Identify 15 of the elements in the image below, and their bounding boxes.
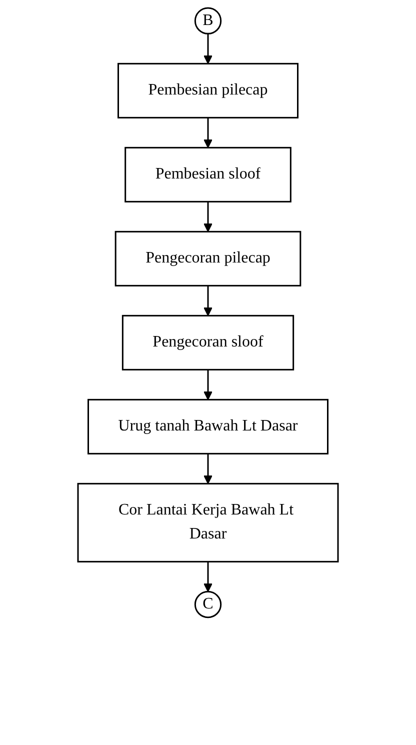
arrow [204, 118, 212, 148]
node-box: Pengecoran pilecap [114, 230, 302, 286]
arrow [204, 562, 212, 592]
node-box: Cor Lantai Kerja Bawah Lt Dasar [77, 482, 339, 562]
arrow [204, 370, 212, 400]
node-circle: C [194, 590, 222, 618]
node-box: Pembesian pilecap [118, 62, 298, 118]
arrow [204, 286, 212, 316]
arrow [204, 454, 212, 484]
arrow [204, 202, 212, 232]
node-box: Pembesian sloof [124, 146, 292, 202]
node-box: Urug tanah Bawah Lt Dasar [88, 398, 328, 454]
node-box: Pengecoran sloof [122, 314, 294, 370]
node-circle: B [194, 7, 222, 34]
arrow [204, 34, 212, 64]
